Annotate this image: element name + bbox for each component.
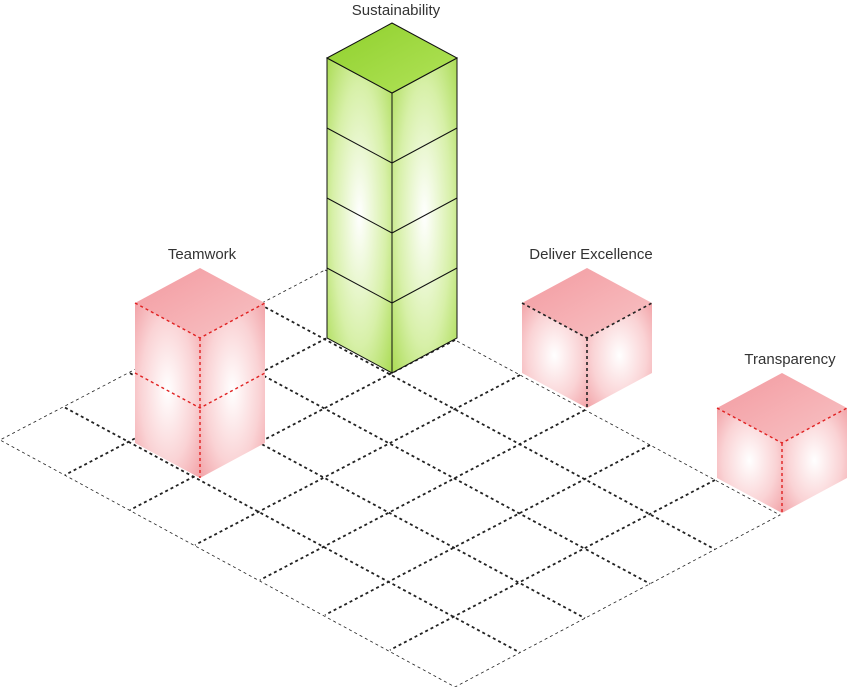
grid-line: [64, 406, 521, 654]
grid-line: [194, 338, 651, 585]
grid-line: [324, 444, 651, 616]
teamwork-label: Teamwork: [167, 246, 237, 263]
grid-line: [194, 374, 521, 546]
transparency-cube: [716, 373, 848, 513]
transparency-label: Transparency: [744, 351, 836, 368]
sustainability-label: Sustainability: [351, 2, 441, 19]
grid-line: [259, 409, 586, 581]
grid-line: [259, 303, 716, 551]
sustainability-stack: [325, 22, 459, 374]
deliver-excellence-cube: [521, 268, 653, 408]
grid-outline: [0, 269, 781, 687]
teamwork-stack: [134, 268, 266, 478]
grid-line: [389, 479, 716, 651]
deliver-excellence-label: Deliver Excellence: [529, 246, 653, 263]
